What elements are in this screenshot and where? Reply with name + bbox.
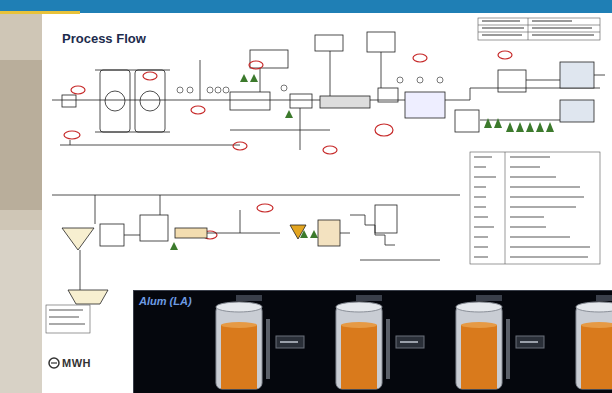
logo-text: MWH [62, 357, 91, 369]
screen-panel: Alum (LA) [133, 290, 612, 393]
tank-illustration [134, 291, 612, 393]
panel-heading: Alum (LA) [134, 293, 197, 309]
diagram-title: Process Flow [62, 31, 146, 46]
